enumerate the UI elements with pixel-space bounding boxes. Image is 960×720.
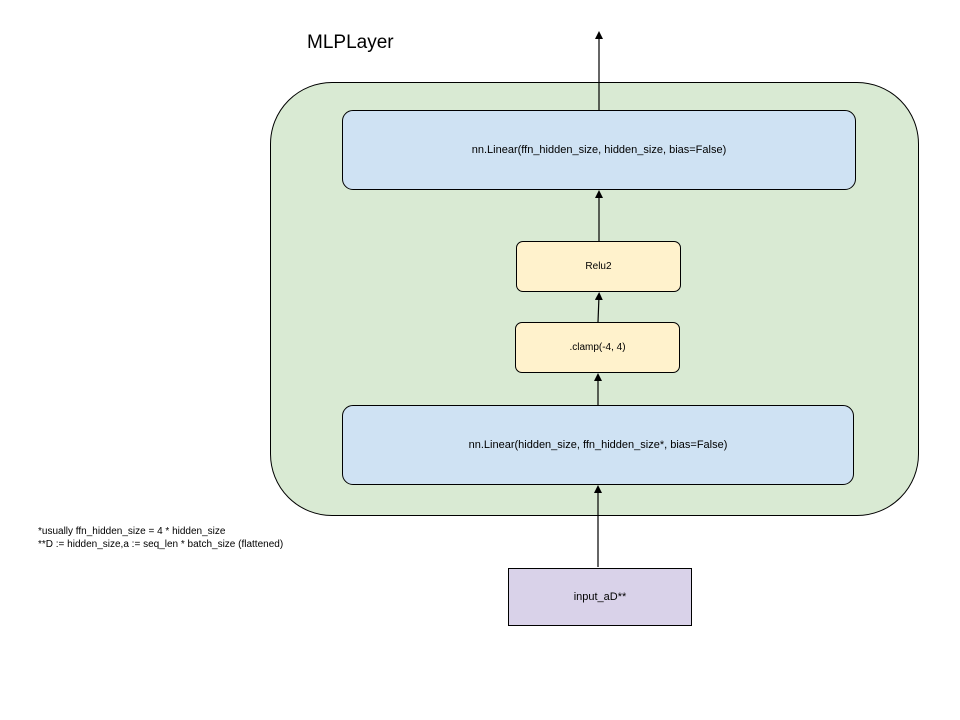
footnote-ffn-size: *usually ffn_hidden_size = 4 * hidden_si… bbox=[38, 526, 226, 537]
linear-input-label: nn.Linear(hidden_size, ffn_hidden_size*,… bbox=[468, 439, 728, 451]
input-node: input_aD** bbox=[508, 568, 692, 626]
clamp-label: .clamp(-4, 4) bbox=[569, 342, 626, 353]
input-label: input_aD** bbox=[573, 591, 627, 603]
clamp-node: .clamp(-4, 4) bbox=[515, 322, 680, 373]
footnote-dimensions: **D := hidden_size,a := seq_len * batch_… bbox=[38, 539, 284, 550]
arrow-clamp-to-relu2 bbox=[594, 292, 603, 323]
relu2-label: Relu2 bbox=[585, 261, 612, 272]
linear-output-label: nn.Linear(ffn_hidden_size, hidden_size, … bbox=[471, 144, 727, 156]
footnotes: *usually ffn_hidden_size = 4 * hidden_si… bbox=[38, 525, 283, 551]
linear-input-node: nn.Linear(hidden_size, ffn_hidden_size*,… bbox=[342, 405, 854, 485]
diagram-title: MLPLayer bbox=[307, 32, 394, 53]
relu2-node: Relu2 bbox=[516, 241, 681, 292]
linear-output-node: nn.Linear(ffn_hidden_size, hidden_size, … bbox=[342, 110, 856, 190]
